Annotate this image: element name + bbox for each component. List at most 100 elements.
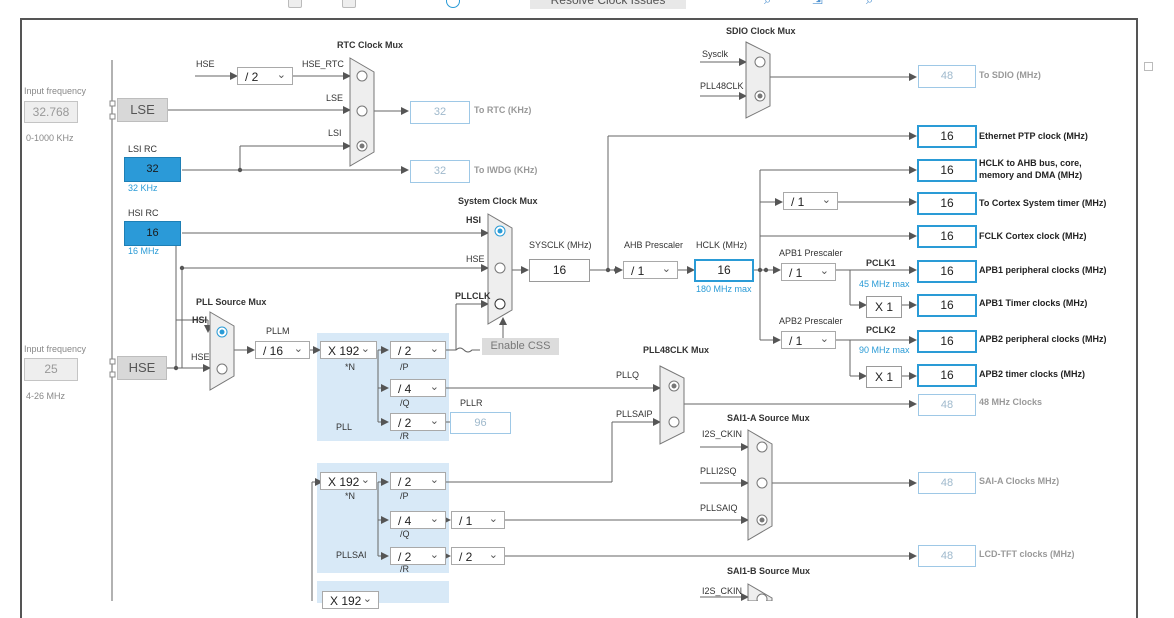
hclk-field[interactable]: 16 [694, 259, 754, 282]
pclk1-label: PCLK1 [866, 258, 896, 268]
pllm-label: PLLM [266, 326, 290, 336]
pll48clk-mux [659, 365, 685, 445]
cortex-system-timer-label: To Cortex System timer (MHz) [979, 198, 1107, 208]
pllsai-q-select[interactable]: / 4⌄ [390, 511, 446, 529]
pllsrc-hse-label: HSE [191, 352, 210, 362]
sysmux-pllclk-label: PLLCLK [455, 291, 491, 301]
pll-p-label: /P [400, 362, 409, 372]
toolbar-checkbox[interactable] [342, 0, 356, 8]
system-clock-mux [487, 213, 513, 325]
chevron-down-icon: ⌄ [429, 549, 439, 561]
apb1-peripheral-clocks-field[interactable]: 16 [917, 260, 977, 283]
apb2-peripheral-clocks-field[interactable]: 16 [917, 330, 977, 353]
pll-q-label: /Q [400, 398, 410, 408]
pll48-pllsaip-label: PLLSAIP [616, 409, 653, 419]
pllsai-n-select[interactable]: X 192⌄ [320, 472, 377, 490]
cortex-system-timer-field[interactable]: 16 [917, 192, 977, 215]
iwdg-output-label: To IWDG (KHz) [474, 165, 538, 175]
pll-p-select[interactable]: / 2⌄ [390, 341, 446, 359]
chevron-down-icon: ⌄ [429, 381, 439, 393]
sdio-output-field[interactable]: 48 [918, 65, 976, 88]
fclk-cortex-field[interactable]: 16 [917, 225, 977, 248]
rtc-hse-label: HSE [196, 59, 215, 69]
chevron-down-icon: ⌄ [488, 513, 498, 525]
rtc-lsi-label: LSI [328, 128, 342, 138]
pll-source-mux [209, 311, 235, 391]
zoom-out-icon[interactable]: ⌕ [866, 0, 873, 10]
pllsai-q-div-select[interactable]: / 1⌄ [451, 511, 505, 529]
pllm-select[interactable]: / 16⌄ [255, 341, 310, 359]
resolve-clock-issues-button[interactable]: Resolve Clock Issues [530, 0, 686, 9]
chevron-down-icon: ⌄ [429, 343, 439, 355]
hclk-ahb-label: HCLK to AHB bus, core, [979, 158, 1082, 168]
apb1-timer-clocks-field[interactable]: 16 [917, 294, 977, 317]
chevron-down-icon: ⌄ [429, 474, 439, 486]
fclk-cortex-label: FCLK Cortex clock (MHz) [979, 231, 1087, 241]
pll48-pllq-label: PLLQ [616, 370, 640, 380]
lsi-rc-title: LSI RC [128, 144, 158, 154]
rtc-mux [349, 57, 375, 167]
chevron-down-icon: ⌄ [819, 265, 829, 277]
ahb-prescaler-label: AHB Prescaler [624, 240, 684, 250]
sysclk-label: SYSCLK (MHz) [529, 240, 592, 250]
lcd-tft-clocks-field[interactable]: 48 [918, 545, 976, 567]
rtc-output-field[interactable]: 32 [410, 101, 470, 124]
enable-css-button[interactable]: Enable CSS [482, 338, 559, 355]
fit-icon[interactable]: ⇲ [812, 0, 823, 10]
sai1b-i2s-ckin-label: I2S_CKIN [702, 586, 743, 596]
sdio-mux-title: SDIO Clock Mux [726, 26, 796, 36]
sai1a-i2s-ckin-label: I2S_CKIN [702, 429, 743, 439]
rtc-mux-title: RTC Clock Mux [337, 40, 404, 50]
pll-q-select[interactable]: / 4⌄ [390, 379, 446, 397]
sai1a-pllsaiq-label: PLLSAIQ [700, 503, 738, 513]
sdio-sysclk-label: Sysclk [702, 49, 729, 59]
hclk-ahb-label-line2: memory and DMA (MHz) [979, 170, 1083, 180]
chevron-down-icon: ⌄ [819, 333, 829, 345]
pllsai-p-label: /P [400, 491, 409, 501]
pll-r-select[interactable]: / 2⌄ [390, 413, 446, 431]
toolbar-checkbox[interactable] [288, 0, 302, 8]
clock-wires [109, 41, 917, 601]
apb2-timer-clocks-field[interactable]: 16 [917, 364, 977, 387]
lse-input-frequency-field[interactable]: 32.768 [24, 101, 78, 123]
ethernet-ptp-clock-field[interactable]: 16 [917, 125, 977, 148]
hse-oscillator[interactable]: HSE [117, 356, 167, 380]
apb1-prescaler-select[interactable]: / 1⌄ [781, 263, 836, 281]
hse-input-frequency-field[interactable]: 25 [24, 358, 78, 381]
apb2-prescaler-select[interactable]: / 1⌄ [781, 331, 836, 349]
pllsai-n-label: *N [345, 491, 356, 501]
sai-a-clocks-field[interactable]: 48 [918, 472, 976, 494]
sysclk-field[interactable]: 16 [529, 259, 590, 282]
hclk-ahb-field[interactable]: 16 [917, 159, 977, 182]
apb2-timer-multiplier: X 1 [866, 366, 902, 388]
pclk1-max-label: 45 MHz max [859, 279, 910, 289]
zoom-in-icon[interactable]: ⌕ [764, 0, 771, 10]
lse-oscillator[interactable]: LSE [117, 98, 168, 122]
apb2-peripheral-clocks-label: APB2 peripheral clocks (MHz) [979, 334, 1107, 344]
pll-name: PLL [336, 422, 353, 432]
pllsai-r-label: /R [400, 564, 409, 574]
iwdg-output-field[interactable]: 32 [410, 160, 470, 183]
sdio-pll48clk-label: PLL48CLK [700, 81, 744, 91]
pllsai-r-div-select[interactable]: / 2⌄ [451, 547, 505, 565]
48mhz-clocks-field[interactable]: 48 [918, 394, 976, 416]
pllr-label: PLLR [460, 398, 483, 408]
sai1b-mux-title: SAI1-B Source Mux [727, 566, 811, 576]
chevron-down-icon: ⌄ [429, 415, 439, 427]
apb2-timer-clocks-label: APB2 timer clocks (MHz) [979, 369, 1086, 379]
lse-input-frequency-label: Input frequency [24, 86, 87, 96]
hclk-max-label: 180 MHz max [696, 284, 752, 294]
ethernet-ptp-clock-label: Ethernet PTP clock (MHz) [979, 131, 1088, 141]
pllsai-r-select[interactable]: / 2⌄ [390, 547, 446, 565]
apb1-timer-multiplier: X 1 [866, 296, 902, 318]
pllsai-p-select[interactable]: / 2⌄ [390, 472, 446, 490]
ahb-prescaler-select[interactable]: / 1⌄ [623, 261, 678, 279]
plli2s-n-select[interactable]: X 192⌄ [322, 591, 379, 609]
rtc-hse-divider-select[interactable]: / 2⌄ [237, 67, 293, 85]
sai1a-mux-title: SAI1-A Source Mux [727, 413, 810, 423]
chevron-down-icon: ⌄ [821, 194, 831, 206]
chevron-down-icon: ⌄ [429, 513, 439, 525]
pllr-output-field[interactable]: 96 [450, 412, 511, 434]
pll-n-select[interactable]: X 192⌄ [320, 341, 377, 359]
cortex-timer-divider-select[interactable]: / 1⌄ [783, 192, 838, 210]
